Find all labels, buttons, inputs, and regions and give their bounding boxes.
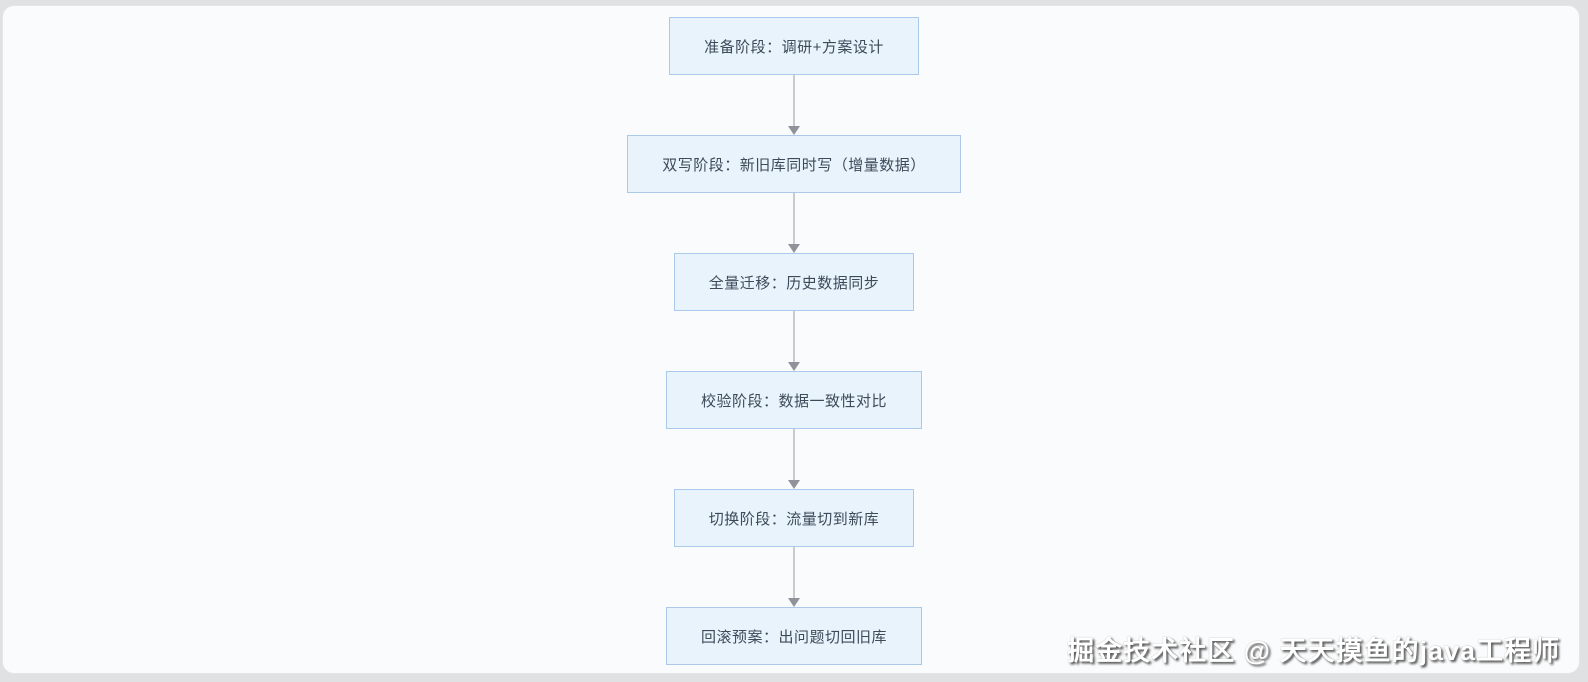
flow-node-label: 切换阶段：流量切到新库: [708, 510, 880, 528]
arrow-down-icon: [788, 598, 800, 607]
arrow-down-icon: [788, 480, 800, 489]
flow-node-rollback: 回滚预案：出问题切回旧库: [665, 607, 922, 665]
arrow-line: [793, 311, 795, 363]
arrow-line: [793, 75, 795, 127]
watermark: 掘金技术社区 @ 天天摸鱼的java工程师: [1067, 636, 1560, 666]
diagram-canvas: [2, 5, 1580, 674]
flow-node-full-migration: 全量迁移：历史数据同步: [673, 253, 915, 311]
arrow-line: [793, 193, 795, 245]
flow-node-label: 校验阶段：数据一致性对比: [700, 392, 887, 410]
flowchart: 准备阶段：调研+方案设计 双写阶段：新旧库同时写（增量数据） 全量迁移：历史数据…: [0, 17, 1588, 665]
flow-node-label: 全量迁移：历史数据同步: [708, 274, 880, 292]
arrow-line: [793, 429, 795, 481]
flow-node-label: 准备阶段：调研+方案设计: [704, 38, 884, 56]
arrow-down-icon: [788, 126, 800, 135]
flow-arrow: [787, 193, 801, 253]
flow-node-switch: 切换阶段：流量切到新库: [673, 489, 915, 547]
arrow-down-icon: [788, 362, 800, 371]
flow-arrow: [787, 429, 801, 489]
flow-arrow: [787, 311, 801, 371]
flow-node-verify: 校验阶段：数据一致性对比: [665, 371, 922, 429]
flow-node-label: 双写阶段：新旧库同时写（增量数据）: [662, 156, 926, 174]
flow-arrow: [787, 547, 801, 607]
flow-node-prepare: 准备阶段：调研+方案设计: [669, 17, 919, 75]
arrow-down-icon: [788, 244, 800, 253]
flow-node-double-write: 双写阶段：新旧库同时写（增量数据）: [627, 135, 961, 193]
flow-node-label: 回滚预案：出问题切回旧库: [700, 628, 887, 646]
flow-arrow: [787, 75, 801, 135]
arrow-line: [793, 547, 795, 599]
